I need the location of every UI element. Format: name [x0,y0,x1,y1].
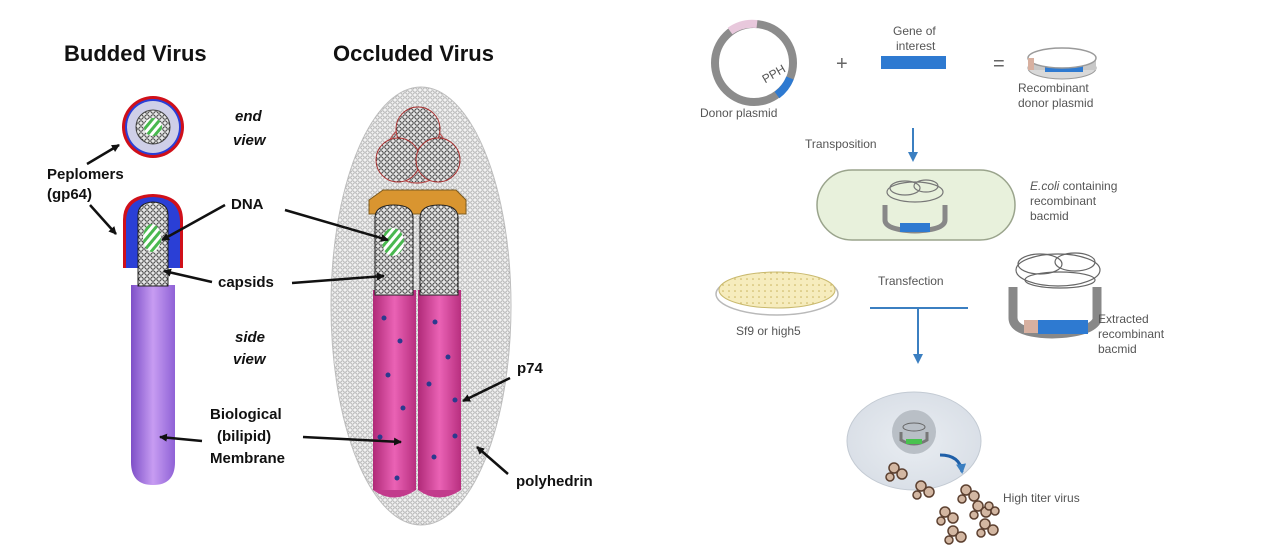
occluded-virus-heading: Occluded Virus [333,41,494,66]
budded-virus-side-view [123,194,183,485]
p74-arrow [462,376,511,403]
ecoli-containing: containing [1059,179,1117,193]
capsid-arrow-occluded [291,272,385,285]
virus-label: High titer virus [1003,491,1080,505]
ecoli-label-3: bacmid [1030,209,1069,223]
gene-of-interest-bar [881,56,946,69]
membrane-label: Membrane [210,450,285,467]
recombinant-label-2: donor plasmid [1018,96,1093,110]
recombinant-plasmid-icon [1027,47,1097,80]
ecoli-label-line1: E.coli containing [1030,179,1117,193]
polyhedrin-arrow [476,446,509,475]
peplomers-label: Peplomers [47,166,124,183]
dna-arrow-occluded [284,208,389,242]
p74-label: p74 [517,360,544,377]
biological-label: Biological [210,406,282,423]
ecoli-cell [816,169,1016,241]
dna-label: DNA [231,196,264,213]
ecoli-label-2: recombinant [1030,194,1097,208]
budded-virus-heading: Budded Virus [64,41,207,66]
transposition-label: Transposition [805,137,877,151]
extracted-label-2: recombinant [1098,327,1165,341]
leader-arrows [86,143,511,475]
culture-dish-icon [715,271,839,316]
membrane-tube [131,285,175,485]
extracted-label-1: Extracted [1098,312,1149,326]
envelope-tube-left [373,290,416,490]
end-view-label: view [233,132,267,149]
extracted-bacmid-icon [1008,252,1102,339]
virus-release-arrow [939,453,967,474]
bac-to-bac-workflow-diagram: PPH Donor plasmid + Gene of interest = R… [700,19,1165,545]
recombinant-label-1: Recombinant [1018,81,1089,95]
dna-helix [143,224,161,252]
envelope-tube-right [418,290,461,490]
membrane-arrow-occluded [302,435,402,446]
capsid-arrow-budded [163,268,213,284]
cells-label: Sf9 or high5 [736,324,801,338]
donor-plasmid-icon: PPH [711,19,797,106]
gene-label-2: interest [896,39,936,53]
transfection-label: Transfection [878,274,944,288]
peplomer-arrow-side [89,204,117,235]
side-view-label: view [233,351,267,368]
polyhedrin-label: polyhedrin [516,473,593,490]
budded-virus-end-view [122,96,184,158]
membrane-arrow-budded [159,433,203,443]
peplomer-arrow-end [86,143,120,166]
occluded-virus-polyhedron [330,86,512,526]
gp64-label: (gp64) [47,186,92,203]
equals-sign: = [993,53,1005,75]
side-label: side [235,329,265,346]
bilipid-label: (bilipid) [217,428,271,445]
extracted-label-3: bacmid [1098,342,1137,356]
capsids-label: capsids [218,274,274,291]
bacmid-icon [882,179,948,234]
end-label: end [235,108,263,125]
donor-plasmid-label: Donor plasmid [700,106,777,120]
plus-sign: + [836,53,848,75]
virus-particles [885,462,1000,545]
baculovirus-structure-diagram: Budded Virus Occluded Virus [47,41,593,526]
gene-label-1: Gene of [893,24,936,38]
insect-cell-icon [846,391,982,491]
dna-arrow-budded [161,203,226,242]
ecoli-species: E.coli [1030,179,1060,193]
